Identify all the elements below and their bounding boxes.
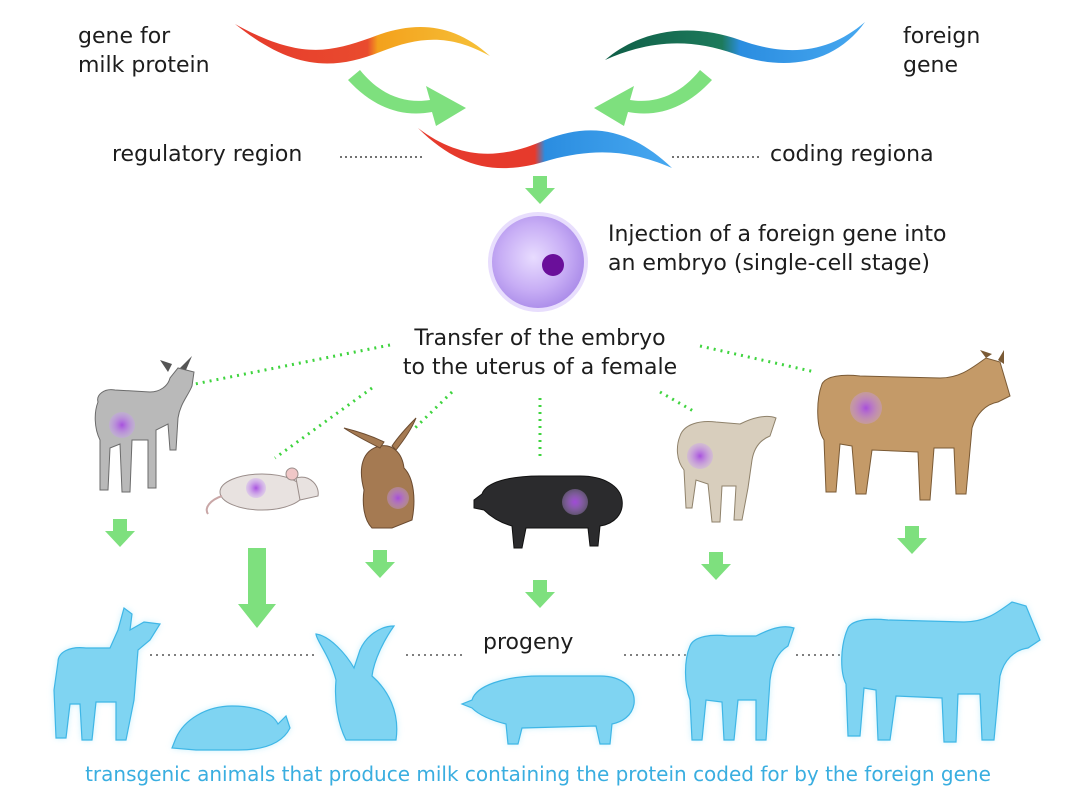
coding-region-label: coding regiona [770, 140, 934, 169]
arrow-sheep-progeny [701, 552, 731, 580]
sheep-animal [677, 416, 776, 522]
pig-silhouette [462, 676, 634, 744]
cow-animal [818, 350, 1010, 500]
rabbit-silhouette [316, 626, 397, 740]
progeny-label: progeny [483, 628, 573, 657]
arrow-cow-progeny [897, 526, 927, 554]
arrow-pig-progeny [525, 580, 555, 608]
sheep-silhouette [686, 627, 795, 740]
gene-milk-protein-strand [235, 24, 490, 64]
arrow-mouse-progeny [238, 548, 276, 628]
arrow-to-embryo [525, 176, 555, 204]
caption: transgenic animals that produce milk con… [0, 762, 1076, 786]
goat-silhouette [54, 608, 160, 740]
rabbit-animal [344, 418, 416, 528]
mouse-silhouette [172, 706, 290, 750]
recombinant-gene-strand [418, 128, 672, 168]
embryo-cell [488, 212, 588, 312]
cow-silhouette [842, 602, 1040, 742]
regulatory-region-label: regulatory region [112, 140, 302, 169]
progeny-silhouettes [54, 602, 1040, 750]
arrow-milk-to-fused [348, 70, 466, 126]
pig-animal [474, 476, 622, 548]
foreign-gene-strand [605, 22, 865, 63]
arrow-goat-progeny [105, 519, 135, 547]
arrow-foreign-to-fused [594, 70, 712, 126]
goat-animal [95, 356, 194, 492]
arrow-rabbit-progeny [365, 550, 395, 578]
mouse-animal [207, 468, 318, 514]
